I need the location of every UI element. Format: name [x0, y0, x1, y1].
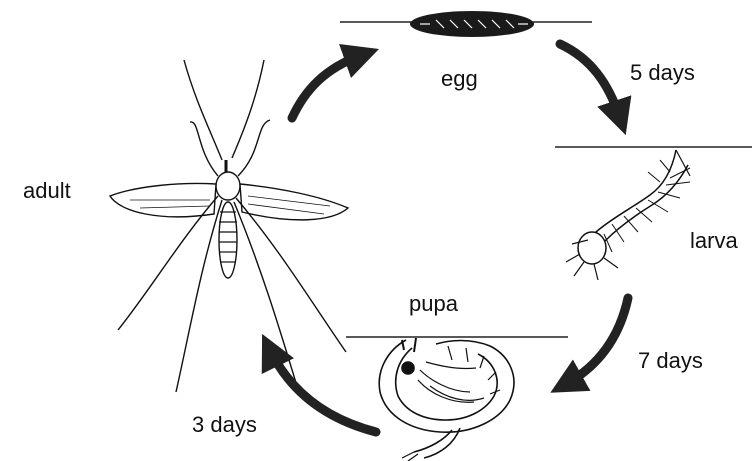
pupa-illustration [379, 338, 514, 461]
arrow-egg-to-larva [560, 44, 620, 118]
arrow-adult-to-egg [292, 55, 362, 118]
cycle-arrows [270, 44, 628, 432]
stage-label-egg: egg [441, 68, 478, 90]
stage-label-adult: adult [23, 180, 71, 202]
duration-label-egg-to-larva: 5 days [630, 62, 695, 84]
larva-illustration [566, 150, 690, 280]
arrow-larva-to-pupa [566, 298, 628, 384]
stage-label-pupa: pupa [409, 293, 458, 315]
duration-label-pupa-to-adult: 3 days [192, 414, 257, 436]
arrow-pupa-to-adult [270, 350, 376, 432]
stage-label-larva: larva [690, 230, 738, 252]
egg-raft-illustration [410, 11, 534, 37]
adult-mosquito-illustration [110, 60, 348, 396]
duration-label-larva-to-pupa: 7 days [638, 350, 703, 372]
